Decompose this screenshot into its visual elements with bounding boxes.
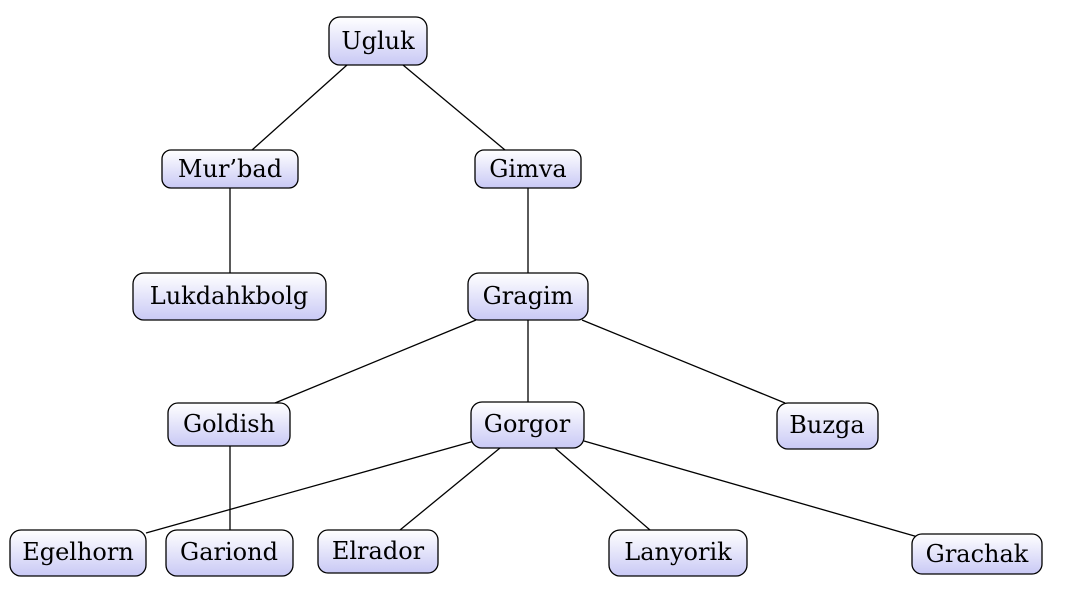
node-label-gorgor: Gorgor: [484, 410, 571, 438]
node-label-egelhorn: Egelhorn: [22, 538, 134, 566]
tree-edges: [145, 64, 919, 538]
node-ugluk: Ugluk: [328, 16, 428, 66]
node-elrador: Elrador: [317, 529, 439, 574]
edge-gorgor-grachak: [583, 440, 919, 538]
node-label-grachak: Grachak: [926, 540, 1029, 568]
node-goldish: Goldish: [167, 402, 291, 447]
edge-gorgor-egelhorn: [145, 439, 479, 534]
node-label-gragim: Gragim: [483, 282, 574, 310]
edge-ugluk-gimva: [402, 64, 506, 151]
edge-ugluk-murbad: [251, 64, 348, 151]
node-label-elrador: Elrador: [332, 537, 425, 565]
node-label-lukdahkbolg: Lukdahkbolg: [150, 282, 308, 310]
node-murbad: Mur’bad: [161, 149, 299, 189]
edge-gorgor-lanyorik: [554, 447, 651, 531]
node-label-ugluk: Ugluk: [341, 27, 415, 55]
node-label-murbad: Mur’bad: [178, 155, 282, 183]
node-gragim: Gragim: [467, 272, 589, 321]
tree-nodes: Ugluk Mur’bad Gimva Lukdahkbolg Gragim G…: [9, 16, 1043, 577]
node-lukdahkbolg: Lukdahkbolg: [132, 272, 327, 321]
edge-gragim-buzga: [581, 319, 786, 404]
node-label-buzga: Buzga: [789, 411, 864, 439]
node-label-gariond: Gariond: [180, 538, 278, 566]
node-grachak: Grachak: [911, 533, 1043, 575]
node-egelhorn: Egelhorn: [9, 529, 147, 577]
node-buzga: Buzga: [776, 402, 879, 450]
node-gimva: Gimva: [474, 149, 582, 189]
node-gariond: Gariond: [165, 529, 294, 577]
node-label-goldish: Goldish: [183, 410, 275, 438]
node-lanyorik: Lanyorik: [608, 529, 748, 577]
edge-gorgor-elrador: [399, 447, 501, 531]
edge-gragim-goldish: [274, 319, 477, 404]
node-gorgor: Gorgor: [470, 401, 585, 449]
node-label-lanyorik: Lanyorik: [624, 538, 732, 566]
node-label-gimva: Gimva: [489, 155, 566, 183]
